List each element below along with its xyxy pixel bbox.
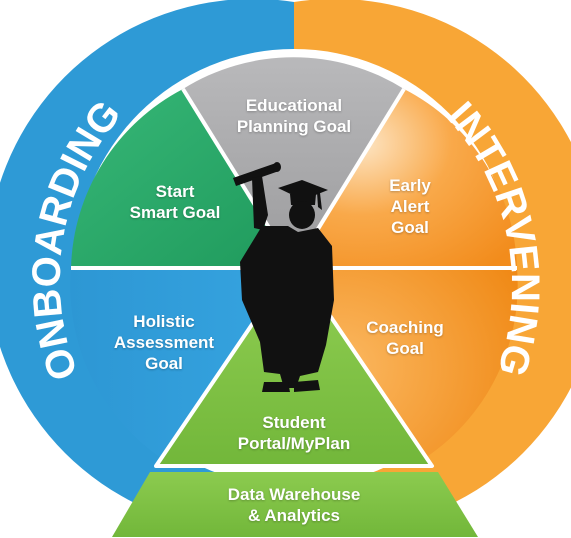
segment-data-warehouse	[112, 472, 478, 537]
label-data-warehouse: Data Warehouse & Analytics	[194, 484, 394, 526]
segment-early-alert	[294, 89, 517, 268]
label-line: Planning Goal	[236, 117, 352, 136]
label-holistic-assessment-goal: Holistic Assessment Goal	[94, 311, 234, 374]
label-educational-planning-goal: Educational Planning Goal	[214, 95, 374, 137]
label-line: Early	[389, 176, 431, 195]
segment-educational-planning	[183, 57, 404, 269]
segment-coaching	[294, 268, 518, 466]
label-line: Coaching	[366, 318, 444, 337]
label-line: Alert	[390, 197, 430, 216]
label-line: Portal/MyPlan	[237, 434, 351, 453]
label-line: Smart Goal	[129, 203, 221, 222]
label-start-smart-goal: Start Smart Goal	[100, 181, 250, 223]
segment-start-smart	[71, 89, 294, 268]
label-line: Educational	[245, 96, 343, 115]
label-line: Goal	[391, 218, 429, 237]
graduate-silhouette-icon	[233, 162, 334, 392]
label-line: Goal	[386, 339, 424, 358]
label-line: Holistic	[133, 312, 195, 331]
label-line: Goal	[145, 354, 183, 373]
label-student-portal: Student Portal/MyPlan	[214, 412, 374, 454]
label-line: & Analytics	[248, 506, 340, 525]
label-line: Start	[155, 182, 195, 201]
label-line: Data Warehouse	[227, 485, 361, 504]
segment-holistic-assessment	[70, 268, 294, 466]
label-line: Student	[262, 413, 326, 432]
label-coaching-goal: Coaching Goal	[345, 317, 465, 359]
label-early-alert-goal: Early Alert Goal	[360, 175, 460, 238]
label-line: Assessment	[113, 333, 215, 352]
